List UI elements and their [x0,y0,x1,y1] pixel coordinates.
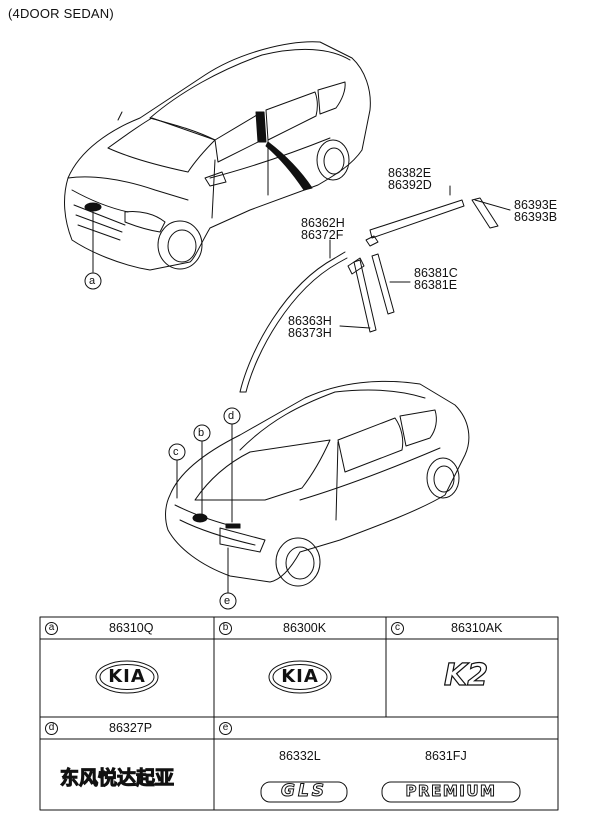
legend-cell-c-header: c 86310AK [387,617,557,639]
premium-badge: PREMIUM [405,782,497,801]
legend-cell-b-header: b 86300K [215,617,385,639]
legend-letter-b: b [219,621,232,635]
legend-part-e1: 86332L [279,749,321,763]
legend-letter-a: a [45,621,58,635]
part-number: 86393B [514,210,558,224]
gls-badge: GLS [280,781,328,802]
legend-part-a: 86310Q [109,621,154,635]
legend-letter-d: d [45,721,58,735]
legend-cell-d-header: d 86327P [41,717,213,739]
kia-emblem-b: KIA [281,666,319,687]
callout-d: d [228,410,235,422]
legend-letter-c: c [391,621,404,635]
front-car-illustration [64,41,371,273]
moulding-illustrations [239,185,511,393]
part-number: 86372F [301,228,344,242]
part-label-group-2: 86393E 86393B [514,198,558,224]
k2-emblem: K2 [443,657,489,693]
legend-part-c: 86310AK [451,621,503,635]
rear-car-illustration [165,380,470,594]
part-number: 86382E [388,166,432,180]
part-label-group-5: 86363H 86373H [288,314,332,340]
part-label-group-1: 86382E 86392D [388,166,432,192]
kia-emblem-a: KIA [108,666,146,687]
part-number: 86392D [388,178,432,192]
part-number: 86363H [288,314,332,328]
legend-letter-e: e [219,721,232,735]
callout-a: a [89,275,96,287]
part-label-group-4: 86381C 86381E [414,266,458,292]
callout-e: e [224,595,231,607]
part-number: 86381E [414,278,458,292]
legend-table-grid [39,616,559,811]
dongfeng-yueda-kia-emblem: 东风悦达起亚 [59,767,175,790]
part-label-group-3: 86362H 86372F [301,216,345,242]
legend-part-b: 86300K [283,621,327,635]
badge-drawings [260,781,521,803]
legend-cell-e-header: e [215,717,557,739]
callout-b: b [198,427,205,439]
part-number: 86381C [414,266,458,280]
legend-cell-a-header: a 86310Q [41,617,213,639]
legend-part-d: 86327P [109,721,153,735]
legend-part-e2: 8631FJ [425,749,467,763]
part-number: 86373H [288,326,332,340]
kia-emblem-drawings [95,660,332,694]
page-title: (4DOOR SEDAN) [8,6,114,21]
part-number: 86362H [301,216,345,230]
part-number: 86393E [514,198,558,212]
callout-c: c [173,446,179,458]
